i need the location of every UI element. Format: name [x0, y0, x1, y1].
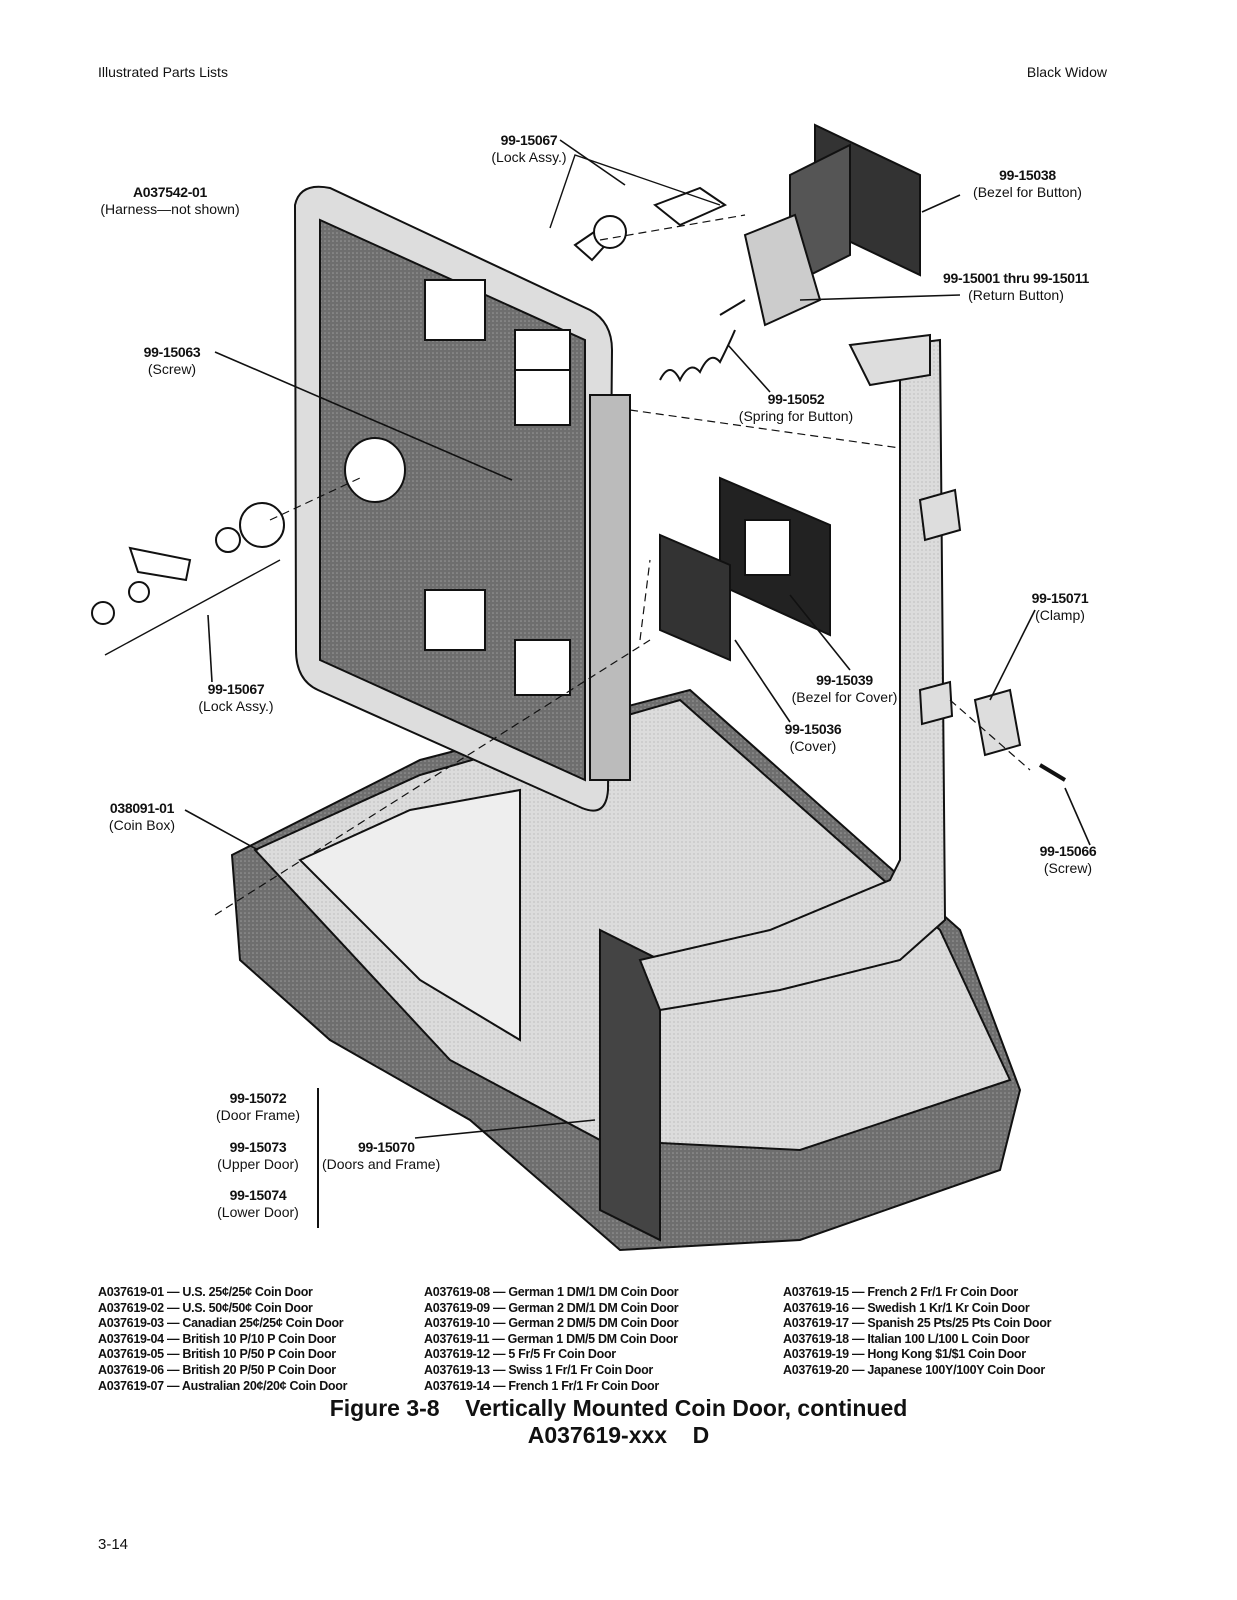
figure-caption: Figure 3-8 Vertically Mounted Coin Door,…	[329, 1395, 908, 1421]
figure-part-number: A037619-xxx D	[527, 1422, 710, 1448]
callout-lock-top: 99-15067(Lock Assy.)	[491, 132, 567, 165]
parts-list-col1: A037619-01 — U.S. 25¢/25¢ Coin Door A037…	[98, 1285, 347, 1394]
list-item: A037619-11 — German 1 DM/5 DM Coin Door	[424, 1331, 678, 1346]
list-item: A037619-07 — Australian 20¢/20¢ Coin Doo…	[98, 1378, 348, 1393]
header-left: Illustrated Parts Lists	[98, 64, 228, 80]
clamp-shape	[973, 688, 1022, 757]
callout-cover: 99-15036(Cover)	[784, 721, 842, 754]
list-item: A037619-17 — Spanish 25 Pts/25 Pts Coin …	[783, 1316, 1052, 1331]
callout-bezel-cover: 99-15039(Bezel for Cover)	[791, 672, 898, 705]
callout-coin-box: 038091-01(Coin Box)	[108, 800, 176, 833]
header-right: Black Widow	[1026, 64, 1107, 80]
parts-list-col3: A037619-15 — French 2 Fr/1 Fr Coin Door …	[783, 1285, 1051, 1379]
list-item: A037619-14 — French 1 Fr/1 Fr Coin Door	[424, 1378, 659, 1393]
list-item: A037619-10 — German 2 DM/5 DM Coin Door	[424, 1316, 679, 1331]
callout-lower-door: 99-15074(Lower Door)	[217, 1187, 299, 1220]
callout-upper-door: 99-15073(Upper Door)	[217, 1139, 299, 1172]
list-item: A037619-06 — British 20 P/50 P Coin Door	[98, 1362, 336, 1377]
door-frame-shape	[638, 338, 947, 1012]
callout-return-button: 99-15001 thru 99-15011(Return Button)	[943, 270, 1089, 303]
list-item: A037619-01 — U.S. 25¢/25¢ Coin Door	[98, 1285, 313, 1299]
callout-spring: 99-15052(Spring for Button)	[738, 391, 854, 424]
list-item: A037619-15 — French 2 Fr/1 Fr Coin Door	[783, 1285, 1018, 1299]
callout-bezel-button: 99-15038(Bezel for Button)	[973, 167, 1082, 200]
list-item: A037619-04 — British 10 P/10 P Coin Door	[98, 1331, 336, 1346]
list-item: A037619-08 — German 1 DM/1 DM Coin Door	[424, 1285, 679, 1299]
list-item: A037619-05 — British 10 P/50 P Coin Door	[98, 1347, 336, 1362]
grouping-bracket	[317, 1088, 319, 1228]
list-item: A037619-18 — Italian 100 L/100 L Coin Do…	[783, 1331, 1030, 1346]
list-item: A037619-20 — Japanese 100Y/100Y Coin Doo…	[783, 1362, 1045, 1377]
list-item: A037619-19 — Hong Kong $1/$1 Coin Door	[783, 1347, 1026, 1362]
callout-door-frame: 99-15072(Door Frame)	[215, 1090, 300, 1123]
callout-doors-and-frame: 99-15070(Doors and Frame)	[322, 1139, 441, 1172]
parts-list-col2: A037619-08 — German 1 DM/1 DM Coin Door …	[424, 1285, 679, 1394]
list-item: A037619-03 — Canadian 25¢/25¢ Coin Door	[98, 1316, 344, 1331]
callout-screw-lower: 99-15066(Screw)	[1039, 843, 1097, 876]
callout-screw-upper: 99-15063(Screw)	[143, 344, 201, 377]
callout-clamp: 99-15071(Clamp)	[1031, 590, 1089, 623]
list-item: A037619-12 — 5 Fr/5 Fr Coin Door	[424, 1347, 616, 1362]
callout-harness: A037542-01(Harness—not shown)	[100, 184, 240, 217]
callout-lock-left: 99-15067(Lock Assy.)	[198, 681, 274, 714]
list-item: A037619-16 — Swedish 1 Kr/1 Kr Coin Door	[783, 1300, 1030, 1315]
list-item: A037619-13 — Swiss 1 Fr/1 Fr Coin Door	[424, 1362, 653, 1377]
list-item: A037619-09 — German 2 DM/1 DM Coin Door	[424, 1300, 679, 1315]
list-item: A037619-02 — U.S. 50¢/50¢ Coin Door	[98, 1300, 313, 1315]
page-number: 3-14	[98, 1536, 129, 1553]
